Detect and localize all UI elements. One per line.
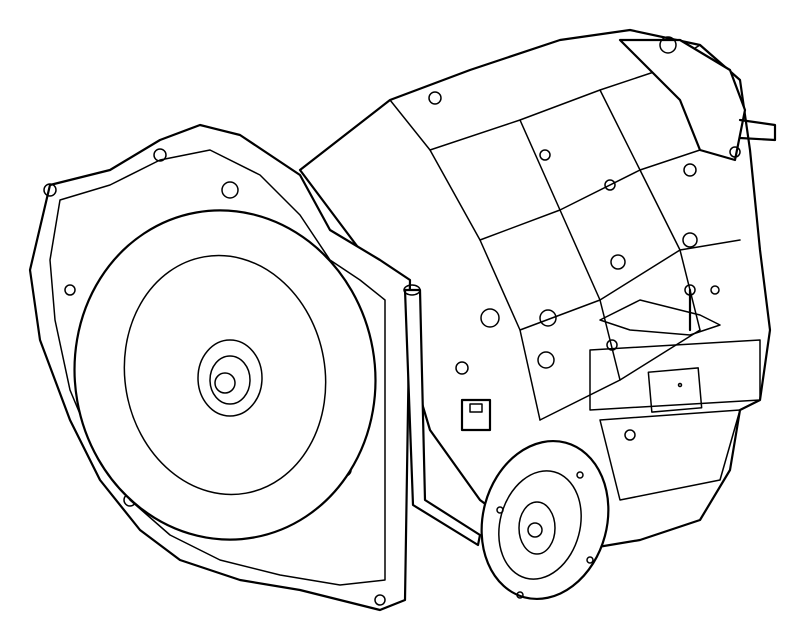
rear-extension — [618, 36, 777, 162]
torque-converter — [73, 209, 377, 541]
sensor-connector — [460, 398, 492, 432]
bolt-bosses — [428, 91, 720, 441]
dipstick-tube — [403, 284, 482, 547]
shift-lever — [599, 284, 721, 336]
output-flange — [480, 439, 610, 601]
